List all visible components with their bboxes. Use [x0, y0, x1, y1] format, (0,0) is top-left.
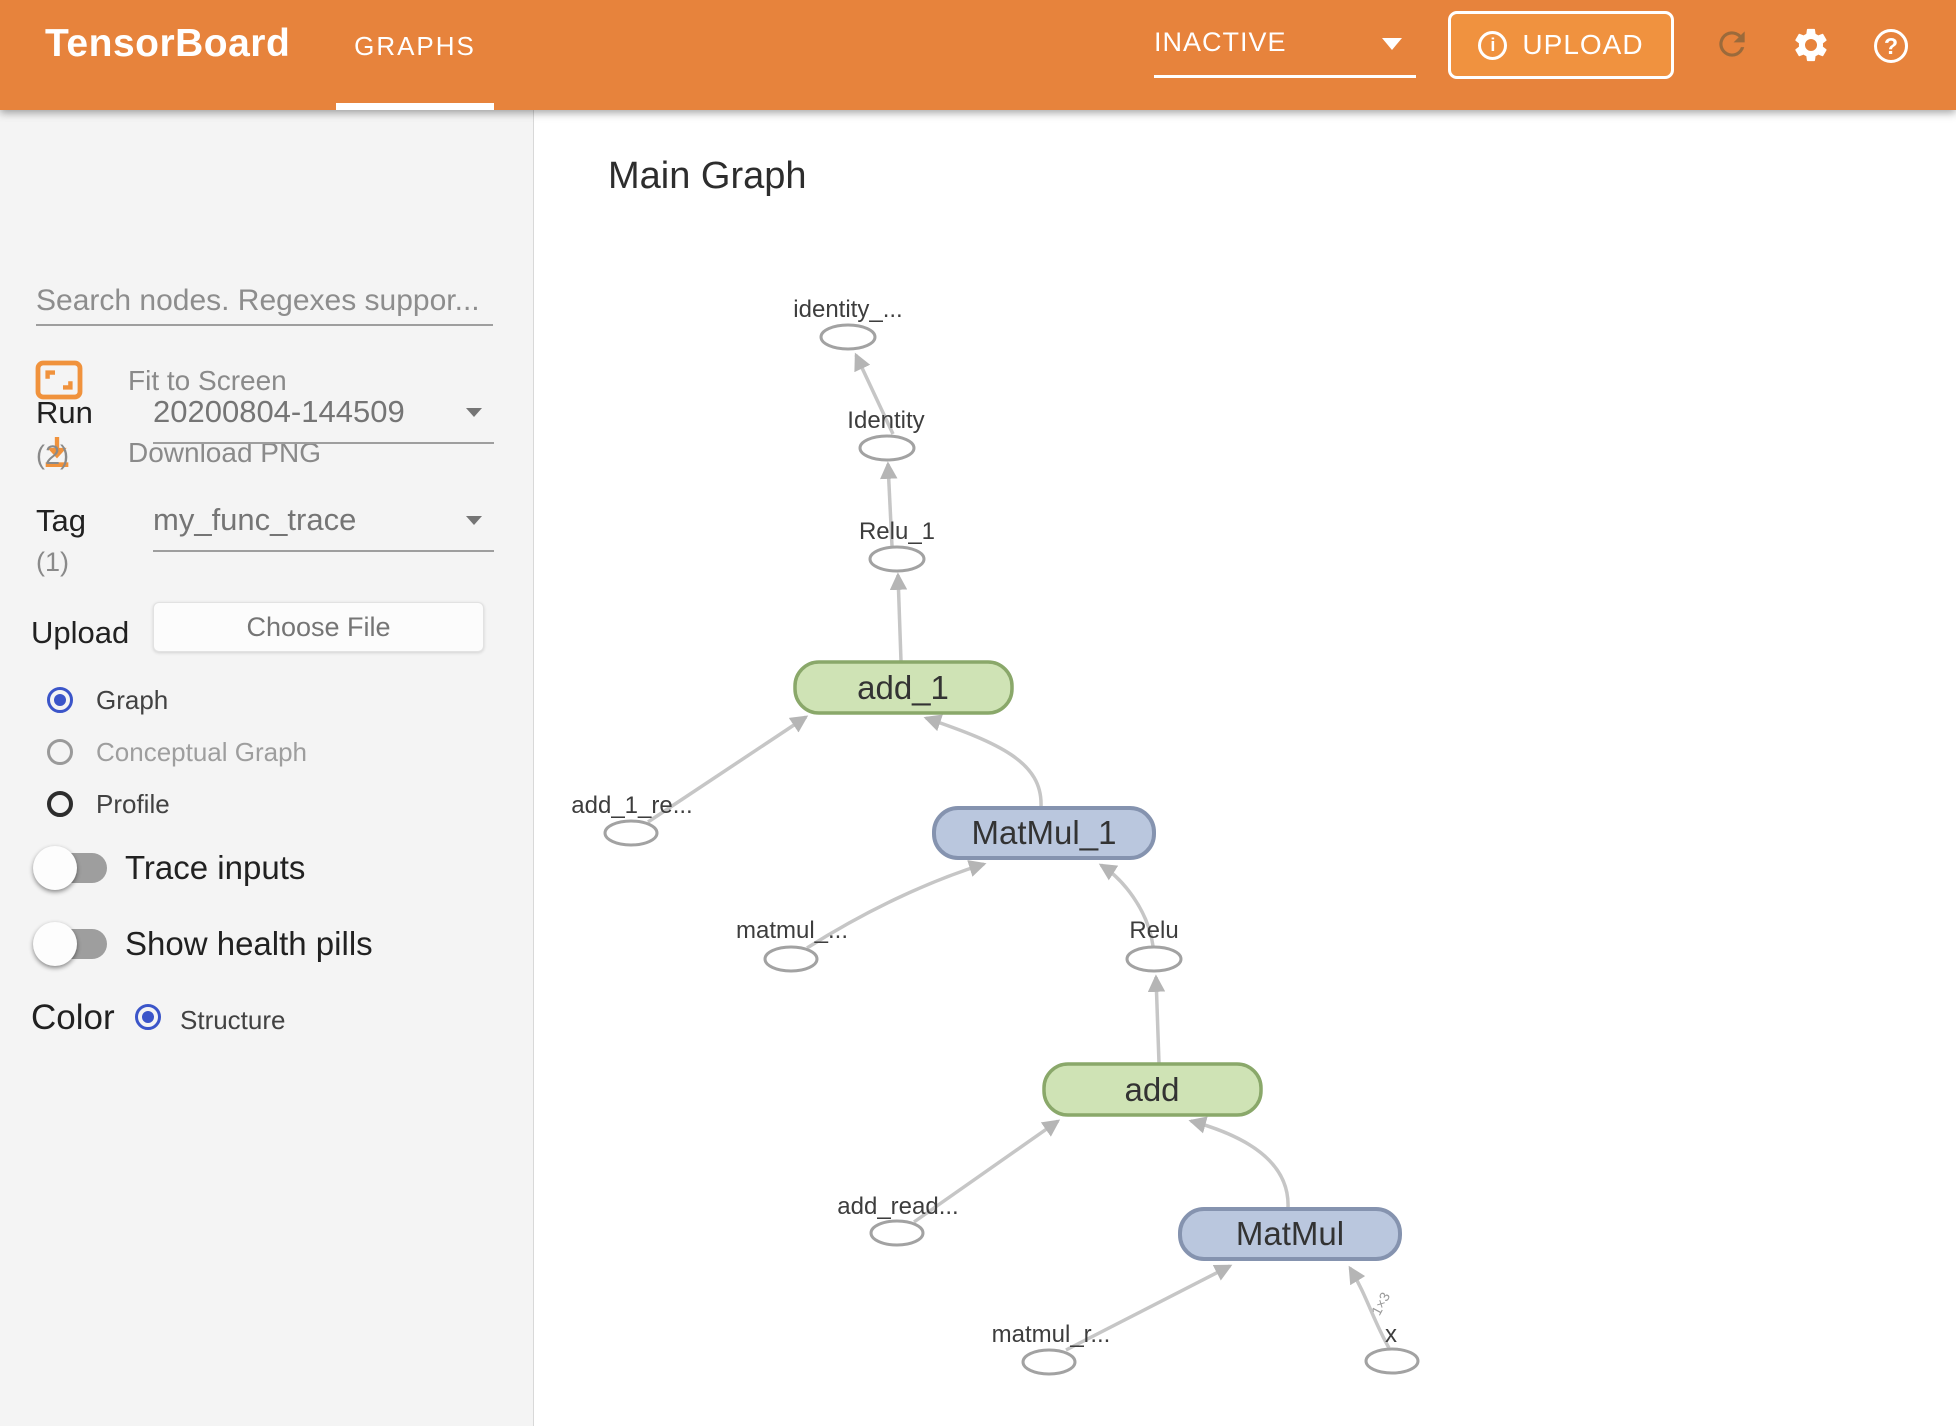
opnode-ellipse-identity-series[interactable] — [819, 323, 877, 351]
opnode-ellipse-addread[interactable] — [869, 1219, 925, 1247]
fit-to-screen-button[interactable]: Fit to Screen — [35, 360, 535, 402]
edge-relu1-to-identity — [879, 461, 898, 547]
main-graph-title: Main Graph — [608, 155, 807, 197]
upload-label: Upload — [31, 615, 130, 650]
tag-label: Tag — [36, 503, 86, 538]
node-label: identity_... — [793, 296, 902, 323]
tag-select-value: my_func_trace — [153, 502, 357, 537]
opnode-ellipse-x[interactable] — [1364, 1347, 1420, 1375]
tag-select[interactable]: my_func_trace — [153, 502, 494, 552]
node-label: add_read... — [837, 1193, 958, 1220]
gear-icon[interactable] — [1791, 25, 1831, 65]
status-dropdown-value[interactable]: INACTIVE — [1154, 27, 1287, 57]
toggle-knob[interactable] — [33, 922, 77, 966]
opnode-ellipse-add1read[interactable] — [603, 819, 659, 847]
edge-x-to-matmul — [1348, 1265, 1391, 1349]
edge-relu-to-matmul1 — [1098, 863, 1155, 947]
health-pills-toggle-row: Show health pills — [0, 922, 534, 966]
app-logo: TensorBoard — [45, 22, 291, 65]
color-structure-label: Structure — [180, 1005, 286, 1035]
edge-addread-to-add — [912, 1119, 1061, 1224]
run-select[interactable]: 20200804-144509 — [153, 394, 494, 444]
upload-button-label: UPLOAD — [1522, 29, 1644, 60]
trace-inputs-label: Trace inputs — [125, 849, 306, 886]
opnode-ellipse-identity[interactable] — [858, 434, 916, 462]
edge-matmulseries-to-matmul1 — [806, 860, 987, 950]
node-label: x — [1385, 1321, 1397, 1348]
node-label: Relu_1 — [859, 518, 935, 545]
node-label: add_1_re... — [571, 792, 692, 819]
radio-conceptual-graph[interactable]: Conceptual Graph — [0, 732, 534, 772]
sidebar: Fit to Screen Download PNG Run (2) 20200… — [0, 110, 534, 1426]
toggle-knob[interactable] — [33, 846, 77, 890]
trace-inputs-toggle-row: Trace inputs — [0, 846, 534, 890]
radio-profile-label: Profile — [96, 788, 170, 819]
help-icon[interactable]: ? — [1871, 26, 1911, 66]
tag-count: (1) — [36, 547, 69, 577]
choose-file-button[interactable]: Choose File — [153, 602, 484, 652]
opnode-matmul1[interactable]: MatMul_1 — [932, 806, 1156, 860]
opnode-add-label: add — [1124, 1071, 1179, 1108]
color-by-row: Color Structure — [0, 996, 534, 1040]
radio-selected-icon — [47, 687, 73, 713]
status-dropdown-underline — [1154, 75, 1416, 78]
node-label: matmul_r... — [992, 1321, 1111, 1348]
chevron-down-icon — [466, 516, 482, 525]
health-pills-label: Show health pills — [125, 925, 373, 962]
refresh-icon[interactable] — [1712, 24, 1752, 64]
run-select-value: 20200804-144509 — [153, 394, 405, 429]
tab-graphs[interactable]: GRAPHS — [354, 31, 476, 61]
chevron-down-icon[interactable] — [1382, 38, 1402, 50]
opnode-matmul[interactable]: MatMul — [1178, 1207, 1402, 1261]
radio-unselected-icon — [47, 791, 73, 817]
upload-button[interactable]: i UPLOAD — [1448, 11, 1674, 79]
graph-svg: 1×3 identity_... Identity Relu_1 add_1_r… — [571, 296, 1420, 1376]
graph-canvas[interactable]: Main Graph 1×3 — [534, 110, 1956, 1426]
opnode-matmul-label: MatMul — [1236, 1215, 1344, 1252]
opnode-ellipse-relu1[interactable] — [868, 545, 926, 573]
tab-active-underline — [336, 103, 494, 110]
fit-to-screen-label: Fit to Screen — [128, 365, 287, 396]
opnode-ellipse-matmulread[interactable] — [1021, 1348, 1077, 1376]
edge-matmulread-to-matmul — [1065, 1264, 1233, 1352]
opnode-add1[interactable]: add_1 — [793, 660, 1014, 715]
radio-unselected-icon — [47, 739, 73, 765]
chevron-down-icon — [466, 408, 482, 417]
node-label: matmul_... — [736, 917, 848, 944]
edge-matmul1-to-add1 — [923, 714, 1043, 808]
download-icon — [45, 437, 69, 467]
radio-graph-label: Graph — [96, 684, 169, 715]
info-icon: i — [1478, 30, 1508, 60]
edge-add1read-to-add1 — [647, 715, 809, 824]
run-count: (2) — [36, 440, 69, 470]
run-label: Run — [36, 395, 93, 430]
opnode-matmul1-label: MatMul_1 — [972, 814, 1117, 851]
edge-identity-to-identity-series — [854, 352, 895, 435]
header-bar: TensorBoard GRAPHS INACTIVE i UPLOAD ? — [0, 0, 1956, 110]
opnode-add1-label: add_1 — [857, 669, 949, 706]
opnode-ellipse-matmulseries[interactable] — [763, 945, 819, 973]
node-label: Identity — [847, 407, 924, 434]
edge-matmul-to-add — [1188, 1116, 1290, 1209]
search-input[interactable] — [36, 278, 493, 326]
radio-profile[interactable]: Profile — [0, 784, 534, 824]
edge-add-to-relu — [1147, 974, 1166, 1064]
opnode-ellipse-relu[interactable] — [1125, 945, 1183, 973]
radio-selected-icon[interactable] — [135, 1004, 161, 1030]
edge-add1-to-relu1 — [889, 572, 908, 662]
fit-to-screen-icon — [35, 360, 83, 400]
node-label: Relu — [1129, 917, 1178, 944]
radio-conceptual-graph-label: Conceptual Graph — [96, 736, 308, 767]
opnode-add[interactable]: add — [1042, 1062, 1263, 1117]
radio-graph[interactable]: Graph — [0, 680, 534, 720]
color-label: Color — [31, 998, 115, 1037]
